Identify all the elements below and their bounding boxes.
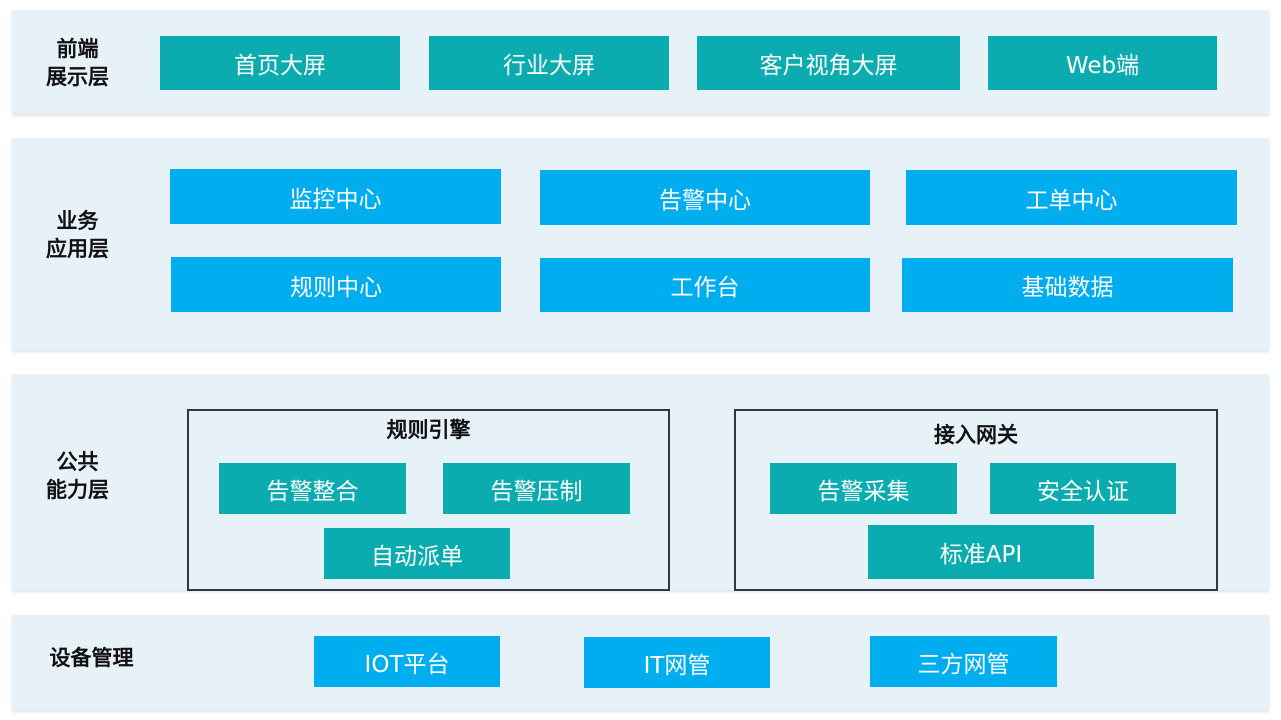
standard-api-box: 标准API xyxy=(868,525,1094,579)
frontend-layer-title: 前端 展示层 xyxy=(46,37,109,89)
business-layer: 业务 应用层 监控中心 告警中心 工单中心 规则中心 工作台 基础数据 xyxy=(12,138,1269,350)
monitor-center-box: 监控中心 xyxy=(170,169,501,224)
alarm-center-box: 告警中心 xyxy=(540,170,870,225)
industry-screen-box: 行业大屏 xyxy=(429,36,669,90)
iot-platform-box: IOT平台 xyxy=(314,636,500,687)
web-client-box: Web端 xyxy=(988,36,1217,90)
auto-dispatch-box: 自动派单 xyxy=(324,528,510,579)
security-auth-box: 安全认证 xyxy=(990,463,1176,514)
it-network-mgmt-box: IT网管 xyxy=(584,637,770,688)
device-layer-title: 设备管理 xyxy=(49,646,134,670)
access-gateway-group: 接入网关 告警采集 安全认证 标准API xyxy=(734,409,1218,591)
alarm-collection-box: 告警采集 xyxy=(770,463,957,514)
access-gateway-title: 接入网关 xyxy=(934,423,1018,447)
business-layer-title: 业务 应用层 xyxy=(46,209,109,261)
common-layer-title: 公共 能力层 xyxy=(46,450,109,502)
customer-view-screen-box: 客户视角大屏 xyxy=(697,36,960,90)
device-management-layer: 设备管理 IOT平台 IT网管 三方网管 xyxy=(12,615,1269,710)
alarm-suppression-box: 告警压制 xyxy=(443,463,630,514)
rule-center-box: 规则中心 xyxy=(171,257,501,312)
work-order-center-box: 工单中心 xyxy=(906,170,1237,225)
rule-engine-group: 规则引擎 告警整合 告警压制 自动派单 xyxy=(187,409,670,591)
home-screen-box: 首页大屏 xyxy=(160,36,400,90)
frontend-layer: 前端 展示层 首页大屏 行业大屏 客户视角大屏 Web端 xyxy=(12,10,1269,114)
rule-engine-title: 规则引擎 xyxy=(386,418,471,442)
third-party-network-mgmt-box: 三方网管 xyxy=(870,636,1057,687)
workbench-box: 工作台 xyxy=(540,258,870,312)
base-data-box: 基础数据 xyxy=(902,258,1233,312)
alarm-integration-box: 告警整合 xyxy=(219,463,406,514)
common-capability-layer: 公共 能力层 规则引擎 告警整合 告警压制 自动派单 接入网关 告警采集 安全认… xyxy=(12,374,1269,591)
